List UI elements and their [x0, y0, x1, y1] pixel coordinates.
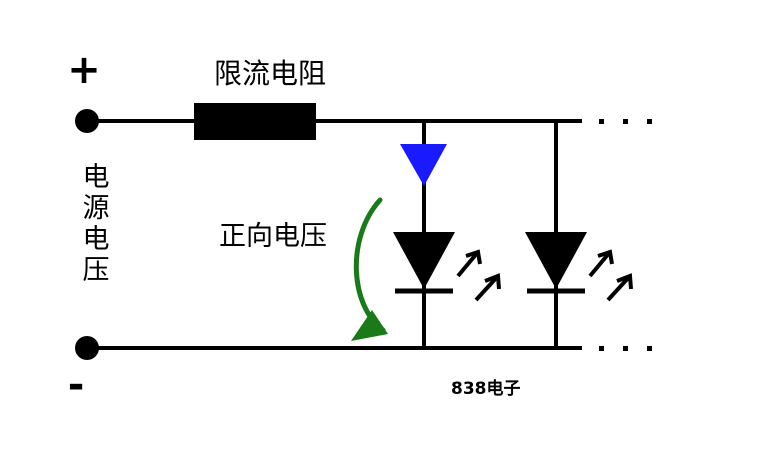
forward-voltage-label: 正向电压	[219, 221, 327, 252]
led-branch-2	[525, 121, 633, 348]
negative-terminal	[75, 336, 99, 360]
source-voltage-label: 电源电压	[82, 162, 110, 286]
led-1-diode	[393, 232, 455, 289]
down-arrow-icon	[400, 144, 447, 186]
curved-arrow-icon	[351, 197, 388, 341]
top-continuation-dots	[599, 119, 652, 124]
resistor-label: 限流电阻	[214, 57, 327, 90]
led-2-diode	[525, 232, 587, 289]
light-ray-icon	[588, 249, 633, 302]
light-ray-icon	[456, 249, 501, 302]
plus-sign: +	[67, 47, 101, 93]
bottom-continuation-dots	[599, 346, 652, 351]
positive-terminal	[75, 109, 99, 133]
watermark: 838电子	[451, 379, 521, 399]
current-limiting-resistor	[194, 103, 316, 140]
minus-sign: -	[68, 362, 85, 408]
